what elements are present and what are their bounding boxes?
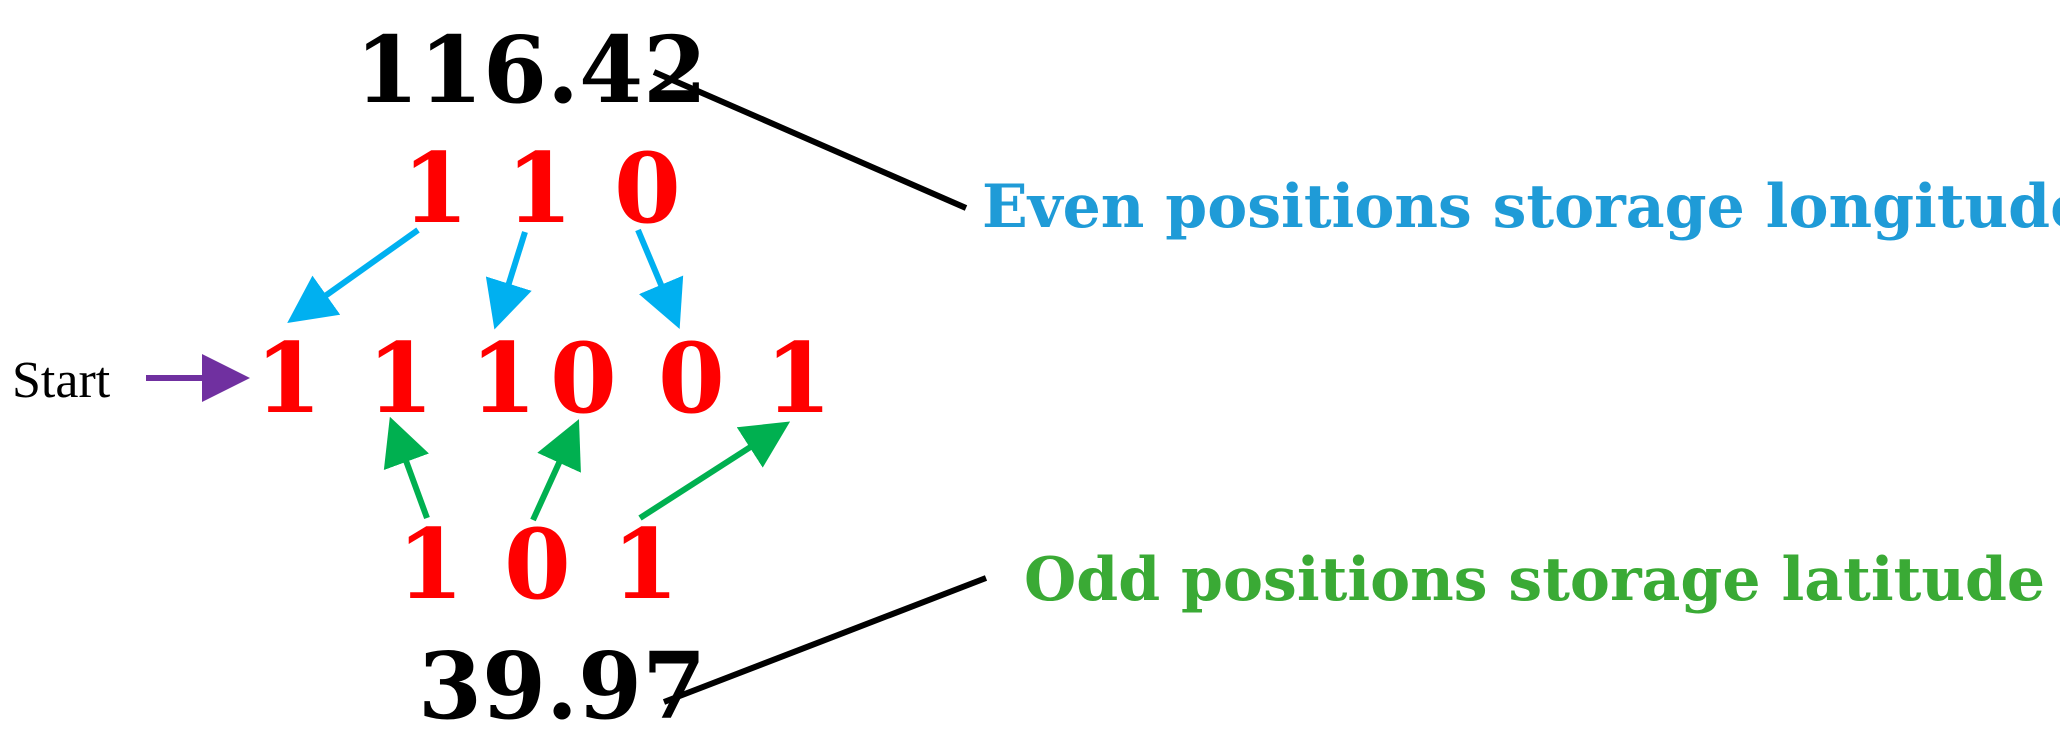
longitude-arrow <box>485 231 532 330</box>
latitude-bits: 1 0 1 <box>397 508 679 621</box>
latitude-arrow <box>638 421 791 521</box>
combined-bit: 1 <box>765 322 832 435</box>
latitude-label: Odd positions storage latitude <box>1024 545 2045 615</box>
latitude-bit: 1 <box>612 508 679 621</box>
longitude-bit: 0 <box>614 132 681 245</box>
longitude-label: Even positions storage longitude <box>982 172 2060 242</box>
longitude-bit: 1 <box>506 132 573 245</box>
combined-bit: 1 <box>255 322 322 435</box>
longitude-connector-line <box>652 69 968 211</box>
latitude-value: 39.97 <box>418 632 706 740</box>
longitude-arrows <box>287 227 684 330</box>
longitude-arrow <box>287 227 420 323</box>
start-label: Start <box>12 352 111 409</box>
latitude-bit: 1 <box>397 508 464 621</box>
longitude-value: 116.42 <box>355 16 707 124</box>
latitude-arrow <box>530 419 581 522</box>
combined-bits: 1 1 1 0 0 1 <box>255 322 832 435</box>
longitude-bit: 1 <box>402 132 469 245</box>
latitude-connector-line <box>662 575 988 705</box>
combined-bit: 1 <box>367 322 434 435</box>
latitude-arrows <box>383 416 791 522</box>
longitude-arrow <box>635 228 684 330</box>
combined-bit: 1 <box>470 322 537 435</box>
combined-bit: 0 <box>658 322 725 435</box>
latitude-bit: 0 <box>504 508 571 621</box>
latitude-arrow <box>383 416 430 520</box>
longitude-bits: 1 1 0 <box>402 132 681 245</box>
combined-bit: 0 <box>550 322 617 435</box>
